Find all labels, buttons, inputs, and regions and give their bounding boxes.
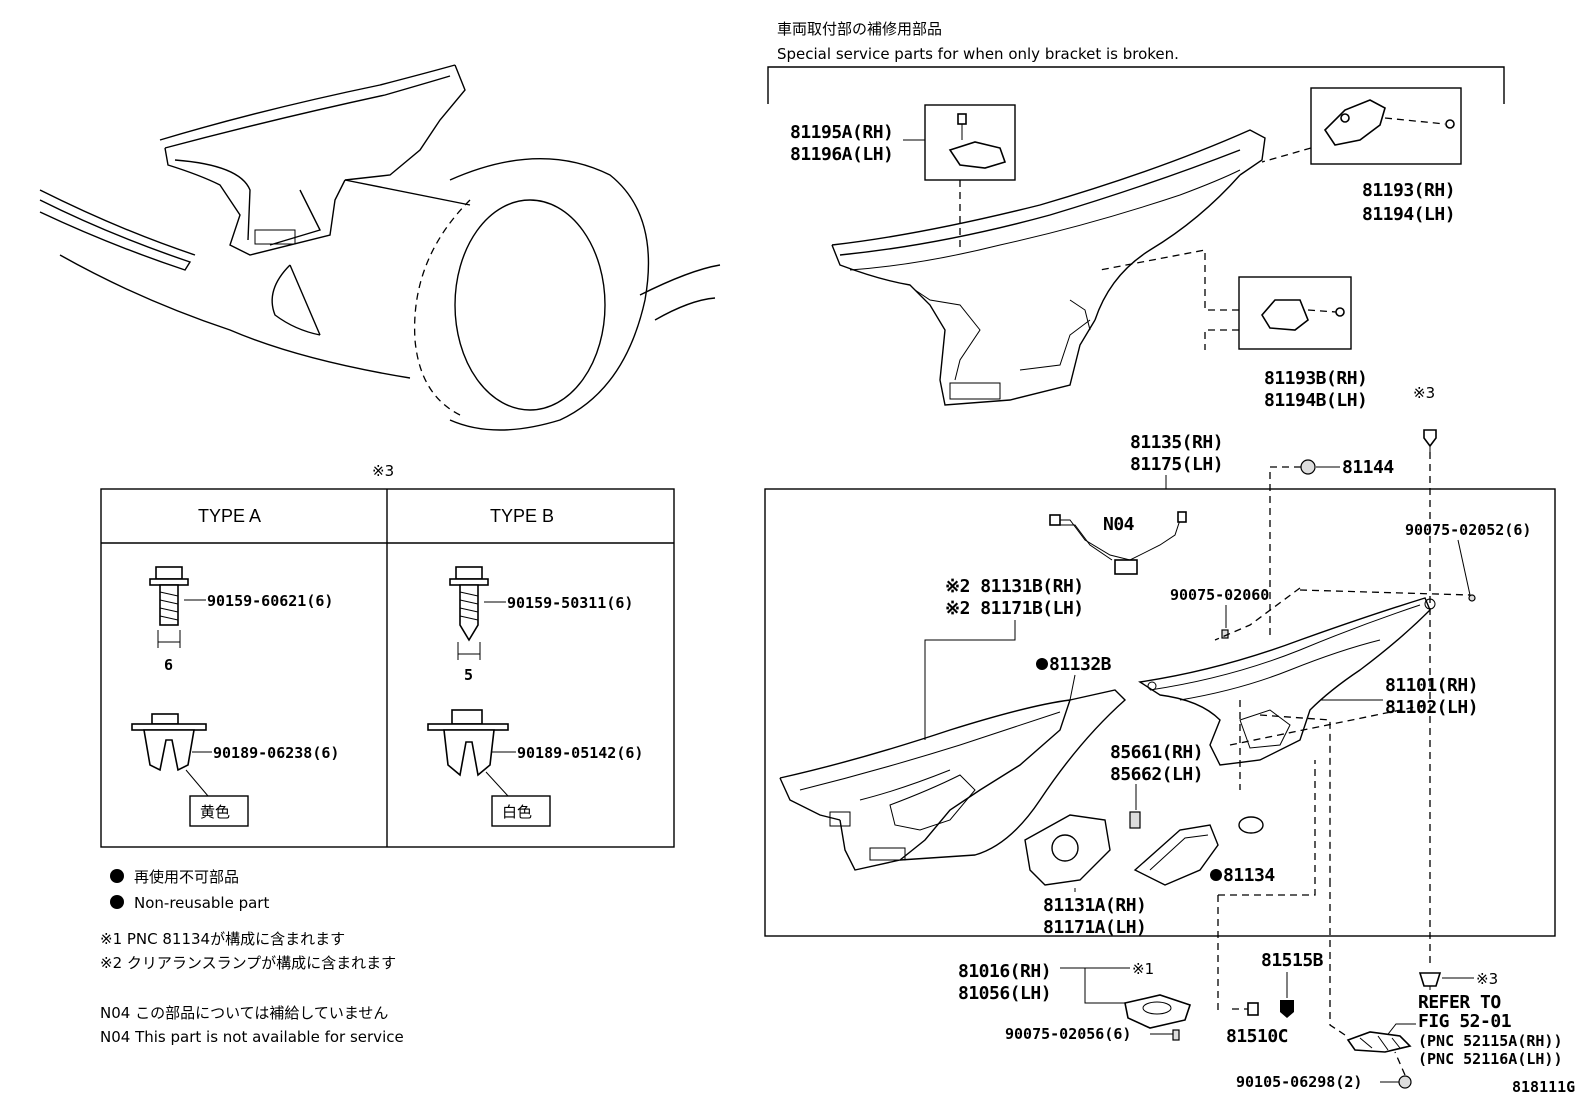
type-a-bolt-dimension: 6 — [164, 656, 173, 674]
callout-81135: 81135(RH) — [1130, 432, 1223, 453]
callout-81102: 81102(LH) — [1385, 697, 1478, 718]
callout-81016: 81016(RH) — [958, 961, 1051, 982]
screw-icon — [1172, 1029, 1180, 1041]
reflector-bracket-illustration — [1346, 1031, 1412, 1053]
refer-pnc-lh: (PNC 52116A(LH)) — [1418, 1050, 1563, 1068]
refer-fig-label: FIG 52-01 — [1418, 1011, 1511, 1032]
type-a-bolt-icon — [149, 566, 189, 648]
type-b-heading: TYPE B — [490, 506, 554, 526]
nut-icon — [1398, 1075, 1412, 1089]
vehicle-overview-illustration — [39, 64, 721, 431]
assembly-frame — [764, 488, 1556, 937]
callout-81195a: 81195A(RH) — [790, 122, 893, 143]
callout-81131a: 81131A(RH) — [1043, 895, 1146, 916]
n04-note-jp: N04 この部品については補給していません — [100, 1004, 388, 1022]
bracket-81193-box — [1310, 87, 1462, 165]
nonreusable-marker-icon — [1036, 658, 1048, 670]
table-ref-mark: ※3 — [372, 462, 394, 480]
bracket-81193b-box — [1238, 276, 1352, 350]
type-b-bolt-icon — [449, 566, 489, 660]
callout-81194: 81194(LH) — [1362, 204, 1455, 225]
type-b-clip-part-number: 90189-05142(6) — [517, 744, 643, 762]
bracket-81195a-illustration — [948, 113, 1007, 169]
cap-81144-icon — [1300, 459, 1316, 475]
callout-n04: N04 — [1103, 514, 1135, 535]
lamp-lens-illustration — [779, 689, 1127, 871]
callout-90075-02056: 90075-02056(6) — [1005, 1025, 1131, 1043]
bracket-81193-illustration — [1323, 99, 1455, 146]
control-module-81016-illustration — [1124, 994, 1192, 1029]
lower-parts: 81016(RH) 81056(LH) ※1 90075-02056(6) 81… — [958, 950, 1575, 1096]
callout-81193b: 81193B(RH) — [1264, 368, 1367, 389]
type-a-clip-color: 黄色 — [200, 803, 230, 821]
headlamp-housing-upper-illustration — [831, 129, 1266, 406]
diagram-id: 818111G — [1512, 1078, 1575, 1096]
type-a-clip-part-number: 90189-06238(6) — [213, 744, 339, 762]
type-a-clip-icon — [131, 713, 207, 772]
type-b-clip-color: 白色 — [502, 803, 532, 821]
callout-81175: 81175(LH) — [1130, 454, 1223, 475]
legend-notes: 再使用不可部品 Non-reusable part ※1 PNC 81134が構… — [100, 868, 404, 1046]
type-b-bolt-dimension: 5 — [464, 666, 473, 684]
fastener-type-table: ※3 TYPE A TYPE B 90159-60621(6) 6 90189-… — [100, 462, 675, 848]
bulb-81515b-icon — [1280, 1000, 1294, 1018]
nonreusable-jp: 再使用不可部品 — [134, 868, 239, 886]
note-1: ※1 PNC 81134が構成に含まれます — [100, 930, 345, 948]
bulb-socket-85661-icon — [1129, 811, 1141, 829]
ref-mark-1: ※1 — [1132, 960, 1154, 978]
callout-81101: 81101(RH) — [1385, 675, 1478, 696]
type-a-bolt-part-number: 90159-60621(6) — [207, 592, 333, 610]
callout-85662: 85662(LH) — [1110, 764, 1203, 785]
callout-90105-06298: 90105-06298(2) — [1236, 1073, 1362, 1091]
n04-note-en: N04 This part is not available for servi… — [100, 1028, 404, 1046]
grommet-icon — [1418, 972, 1442, 990]
bulb-81510c-icon — [1247, 1002, 1259, 1016]
nonreusable-bullet-icon — [110, 869, 124, 883]
special-service-section: 車両取付部の補修用部品 Special service parts for wh… — [767, 20, 1505, 411]
callout-81134: 81134 — [1223, 865, 1275, 886]
callout-81056: 81056(LH) — [958, 983, 1051, 1004]
type-b-bolt-part-number: 90159-50311(6) — [507, 594, 633, 612]
callout-85661: 85661(RH) — [1110, 742, 1203, 763]
nonreusable-bullet-icon — [110, 895, 124, 909]
lamp-body-81101-illustration — [1138, 597, 1436, 766]
callout-81194b: 81194B(LH) — [1264, 390, 1367, 411]
type-a-heading: TYPE A — [198, 506, 261, 526]
section-title-jp: 車両取付部の補修用部品 — [777, 20, 942, 38]
callout-81131b: ※2 81131B(RH) — [945, 576, 1084, 597]
screw-icon — [1221, 629, 1229, 639]
callout-81144: 81144 — [1342, 457, 1394, 478]
refer-to-label: REFER TO — [1418, 992, 1501, 1013]
callout-81171b: ※2 81171B(LH) — [945, 598, 1084, 619]
wire-harness-n04-illustration — [1049, 511, 1187, 575]
bracket-81195a-box — [924, 104, 1016, 181]
note-2: ※2 クリアランスランプが構成に含まれます — [100, 954, 396, 972]
callout-90075-02060: 90075-02060 — [1170, 586, 1269, 604]
bracket-81193b-illustration — [1261, 299, 1345, 331]
callout-81515b: 81515B — [1261, 950, 1324, 971]
nonreusable-marker-icon — [1210, 869, 1222, 881]
screw-icon — [1468, 594, 1476, 602]
ref-mark-top: ※3 — [1413, 384, 1435, 402]
refer-pnc-rh: (PNC 52115A(RH)) — [1418, 1032, 1563, 1050]
screw-icon — [1423, 429, 1437, 452]
fog-cover-81131a-illustration — [1024, 814, 1111, 886]
callout-90075-02052: 90075-02052(6) — [1405, 521, 1531, 539]
callout-81193: 81193(RH) — [1362, 180, 1455, 201]
callout-81196a: 81196A(LH) — [790, 144, 893, 165]
callout-81132b: 81132B — [1049, 654, 1112, 675]
side-lamp-housing-illustration — [1133, 824, 1219, 886]
callout-81171a: 81171A(LH) — [1043, 917, 1146, 938]
nonreusable-en: Non-reusable part — [134, 894, 269, 912]
callout-81510c: 81510C — [1226, 1026, 1288, 1047]
type-b-clip-icon — [427, 709, 509, 777]
ref-mark-bottom: ※3 — [1476, 970, 1498, 988]
section-title-en: Special service parts for when only brac… — [777, 45, 1179, 63]
main-assembly: ※3 81135(RH) 81175(LH) 81144 N04 90075-0… — [764, 384, 1556, 1036]
gasket-81134-icon — [1238, 816, 1264, 834]
